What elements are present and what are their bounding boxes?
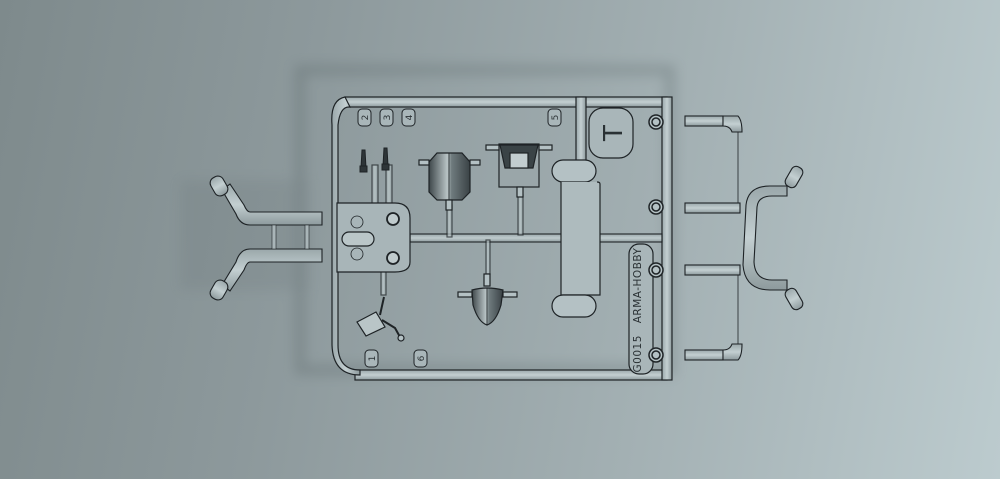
- ejector-rings: [648, 114, 664, 363]
- part-number-5: 5: [551, 115, 561, 121]
- svg-text:G0015 ARMA-HOBBY: G0015 ARMA-HOBBY: [632, 247, 644, 372]
- antenna-parts: [359, 147, 390, 173]
- part-number-2: 2: [361, 115, 371, 121]
- mirror-part: [356, 296, 405, 342]
- capsule-part: [551, 159, 601, 318]
- mounting-block: [336, 202, 411, 273]
- bulged-part: [418, 152, 481, 211]
- right-exhaust-pipes: [684, 115, 804, 361]
- box-part: [485, 143, 553, 198]
- part-number-1: 1: [368, 356, 378, 362]
- part-number-4: 4: [405, 114, 415, 120]
- bowl-part: [457, 273, 518, 326]
- brand-label-plaque: G0015 ARMA-HOBBY: [628, 243, 654, 375]
- kit-code: G0015: [632, 335, 644, 372]
- left-exhaust-pipes: [209, 175, 323, 301]
- part-number-3: 3: [383, 115, 393, 121]
- sprue-letter-plaque: T: [588, 107, 634, 159]
- part-numbers: 2 3 4 5 1 6: [361, 114, 561, 361]
- brand-name: ARMA-HOBBY: [632, 247, 644, 323]
- part-number-6: 6: [417, 355, 427, 361]
- sprue-letter: T: [599, 125, 629, 142]
- part-number-tabs: [357, 108, 562, 368]
